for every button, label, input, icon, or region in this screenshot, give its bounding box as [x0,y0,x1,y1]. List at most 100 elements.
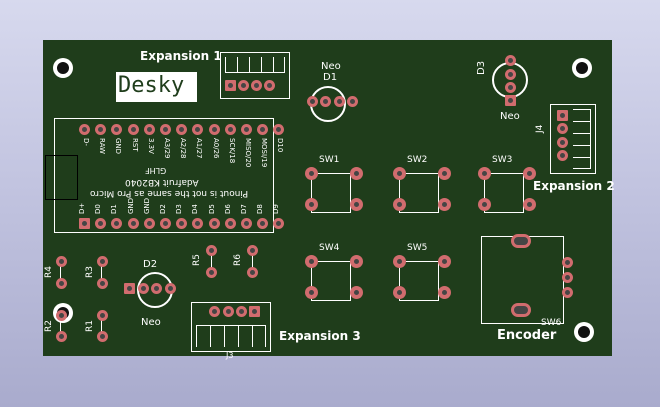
r6-pin-1[interactable] [247,245,258,256]
encoder-mount-bottom[interactable] [511,303,531,317]
sw3-pin-2[interactable] [523,167,536,180]
r5-pin-2[interactable] [206,267,217,278]
sw4-pin-1[interactable] [305,255,318,268]
expansion2-pin-4[interactable] [557,150,568,161]
encoder-pin-a[interactable] [562,257,573,268]
d1-pin-4[interactable] [347,96,358,107]
expansion1-pin-2[interactable] [238,80,249,91]
kb2040-top-pin-pad[interactable] [273,124,285,135]
d2-pin-3[interactable] [151,283,162,294]
sw1-pin-4[interactable] [350,198,363,211]
expansion2-pin-1[interactable] [557,110,568,121]
d3-pin-1[interactable] [505,55,516,66]
d3-pin-3[interactable] [505,82,516,93]
r1-pin-1[interactable] [97,310,108,321]
sw4-pin-4[interactable] [350,286,363,299]
r5-pin-1[interactable] [206,245,217,256]
sw2-pin-1[interactable] [393,167,406,180]
r4-pin-1[interactable] [56,256,67,267]
neo-top-label: Neo [321,61,341,72]
kb2040-bottom-pin-pad[interactable] [257,218,269,229]
kb2040-bottom-pin-pad[interactable] [111,218,123,229]
kb2040-top-pin-pad[interactable] [224,124,236,135]
kb2040-top-pin-pad[interactable] [143,124,155,135]
kb2040-bottom-pin-label: D6 [223,204,232,214]
sw2-pin-2[interactable] [438,167,451,180]
encoder-pin-c[interactable] [562,272,573,283]
d3-pin-4[interactable] [505,95,516,106]
r4-pin-2[interactable] [56,278,67,289]
d2-pin-4[interactable] [165,283,176,294]
d1-pin-1[interactable] [307,96,318,107]
desky-logo [116,72,197,102]
encoder-pin-b[interactable] [562,287,573,298]
d1-pin-2[interactable] [320,96,331,107]
expansion3-pin-1[interactable] [249,306,260,317]
r3-pin-2[interactable] [97,278,108,289]
kb2040-bottom-pin-pad[interactable] [176,218,188,229]
expansion1-pin-4[interactable] [264,80,275,91]
kb2040-bottom-pin-pad[interactable] [224,218,236,229]
sw1-pin-1[interactable] [305,167,318,180]
sw4-pin-2[interactable] [350,255,363,268]
sw2-pin-4[interactable] [438,198,451,211]
expansion1-pin-3[interactable] [251,80,262,91]
kb2040-bottom-pin-pad[interactable] [160,218,171,229]
kb2040-top-pin-pad[interactable] [111,124,123,135]
r1-body [101,312,102,336]
d1-label: D1 [323,72,338,83]
expansion2-pin-3[interactable] [557,137,568,148]
r2-body [60,312,61,336]
expansion3-pin-4[interactable] [209,306,220,317]
kb2040-bottom-pin-pad[interactable] [127,218,139,229]
sw2-pin-3[interactable] [393,198,406,211]
d2-pin-2[interactable] [138,283,149,294]
sw4-label: SW4 [319,243,340,253]
d2-pin-1[interactable] [124,283,135,294]
kb2040-bottom-pin-pad[interactable] [241,218,252,229]
sw5-pin-3[interactable] [393,286,406,299]
kb2040-top-pin-pad[interactable] [192,124,204,135]
sw1-pin-2[interactable] [350,167,363,180]
r3-pin-1[interactable] [97,256,108,267]
kb2040-top-pin-pad[interactable] [176,124,188,135]
kb2040-bottom-pin-pad[interactable] [208,218,220,229]
sw5-pin-4[interactable] [438,286,451,299]
kb2040-top-pin-pad[interactable] [257,124,269,135]
encoder-mount-top[interactable] [511,234,531,248]
kb2040-bottom-pin-pad[interactable] [79,218,90,229]
kb2040-bottom-pin-pad[interactable] [143,218,155,229]
r2-pin-1[interactable] [56,310,67,321]
sw3-pin-4[interactable] [523,198,536,211]
kb2040-top-pin-pad[interactable] [79,124,90,135]
r1-pin-2[interactable] [97,331,108,342]
d1-pin-3[interactable] [334,96,345,107]
kb2040-top-pin-pad[interactable] [127,124,139,135]
kb2040-top-pin-pad[interactable] [208,124,220,135]
kb2040-bottom-pin-pad[interactable] [273,218,285,229]
sw5-pin-1[interactable] [393,255,406,268]
r6-pin-2[interactable] [247,267,258,278]
expansion2-pin-2[interactable] [557,123,568,134]
d3-pin-2[interactable] [505,69,516,80]
expansion1-pin-1[interactable] [225,80,236,91]
sw4-pin-3[interactable] [305,286,318,299]
sw3-pin-3[interactable] [478,198,491,211]
sw5-pin-2[interactable] [438,255,451,268]
sw3-pin-1[interactable] [478,167,491,180]
r2-pin-2[interactable] [56,331,67,342]
expansion3-pin-3[interactable] [223,306,234,317]
kb2040-bottom-pin-pad[interactable] [95,218,107,229]
expansion3-pin-2[interactable] [236,306,247,317]
kb2040-top-pin-pad[interactable] [95,124,107,135]
encoder-mount-bottom-slot [514,306,528,314]
kb2040-top-pin-pad[interactable] [160,124,171,135]
r6-body [252,249,253,271]
expansion2-connector-outline [550,104,596,174]
kb2040-top-pin-pad[interactable] [241,124,252,135]
sw1-pin-3[interactable] [305,198,318,211]
expansion3-connector-fins [196,325,266,347]
kb2040-top-pin-label: MOSI/19 [260,138,269,168]
expansion3-connector-outline [191,302,271,352]
kb2040-bottom-pin-pad[interactable] [192,218,204,229]
